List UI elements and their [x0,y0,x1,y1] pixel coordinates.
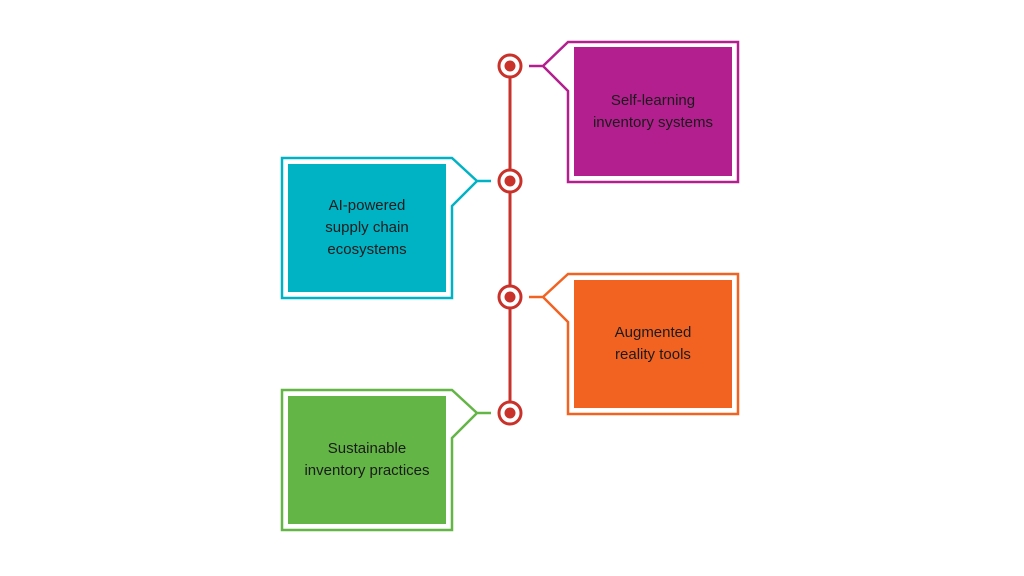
timeline-item-3 [497,272,740,416]
timeline-item-2 [280,156,523,300]
timeline-item-1 [497,40,740,184]
node-marker-2 [497,168,523,194]
card-outline-sustainable [280,388,491,532]
card-label-augmented-reality: Augmented reality tools [614,324,692,363]
card-sustainable [288,396,446,524]
card-outline-augmented-reality [529,272,740,416]
node-marker-4 [497,400,523,426]
card-label-self-learning: Self-learning inventory systems [592,91,714,131]
node-marker-3 [497,284,523,310]
timeline-item-4 [280,388,523,532]
card-self-learning [574,47,732,176]
card-label-sustainable: Sustainable inventory practices [304,440,430,479]
card-label-ai-powered: AI-powered supply chain ecosystems [325,197,409,258]
card-outline-self-learning [529,40,740,184]
node-marker-1 [497,53,523,79]
card-outline-ai-powered [280,156,491,300]
card-augmented-reality [574,280,732,408]
card-ai-powered [288,164,446,292]
